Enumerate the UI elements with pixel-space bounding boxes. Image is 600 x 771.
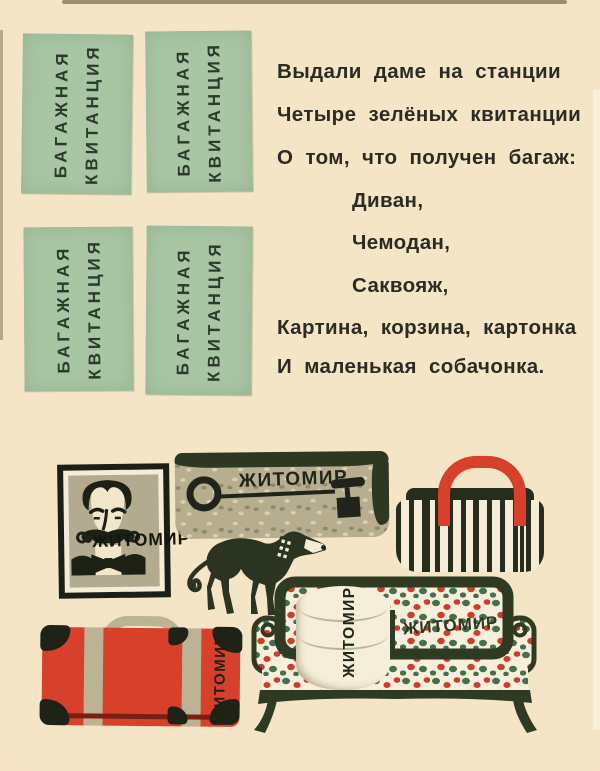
sofa-right-leg [513, 700, 537, 733]
poem: Выдали даме на станции Четыре зелёных кв… [277, 0, 587, 400]
wicker-basket: ЖИТОМИР [174, 450, 390, 540]
hair [82, 480, 132, 511]
suitcase: ЖИТОМИР [39, 613, 243, 733]
page-right-edge [593, 90, 600, 730]
dog-body [206, 531, 327, 615]
poem-line: Чемодан, [352, 231, 451, 254]
right-shoulder [121, 553, 146, 575]
poem-line: Выдали даме на станции [277, 60, 562, 83]
poem-line: И маленькая собачонка. [277, 355, 545, 378]
moustache [81, 529, 135, 544]
seal-toggle [330, 477, 365, 489]
nose [101, 509, 109, 531]
poem-line: Четыре зелёных квитанции [277, 103, 582, 126]
striped-bag [396, 456, 544, 572]
portrait-canvas [68, 474, 160, 588]
page-left-edge [0, 30, 3, 340]
bow-tie [91, 554, 107, 575]
dog-collar [272, 536, 294, 568]
suitcase-strap [83, 627, 104, 726]
hatbox: ЖИТОМИР [296, 586, 390, 690]
seal-cord [217, 489, 336, 499]
dog-tail [187, 558, 212, 593]
city-stamp: ЖИТОМИР [210, 633, 229, 723]
man-with-moustache [71, 480, 146, 576]
sofa-base [258, 690, 532, 704]
face [90, 482, 125, 536]
dog-nose [321, 545, 326, 550]
seal-ring [186, 476, 222, 512]
dog-muzzle [304, 539, 326, 553]
seal-tag [336, 496, 361, 518]
portrait-picture: ЖИТОМИР [57, 463, 190, 599]
bag-handle [438, 456, 526, 526]
hatbox-seam [298, 620, 388, 650]
sofa-left-leg [254, 700, 277, 733]
poem-line: О том, что получен багаж: [277, 146, 577, 169]
poem-line: Диван, [352, 189, 424, 212]
city-stamp: ЖИТОМИР [340, 586, 358, 678]
city-stamp: ЖИТОМИР [238, 466, 349, 492]
lead-seal [186, 476, 365, 518]
page-top-edge [62, 0, 567, 4]
poem-line: Картина, корзина, картонка [277, 316, 577, 339]
poem-line: Саквояж, [352, 274, 449, 297]
left-shoulder [71, 555, 96, 576]
dog [187, 531, 327, 615]
